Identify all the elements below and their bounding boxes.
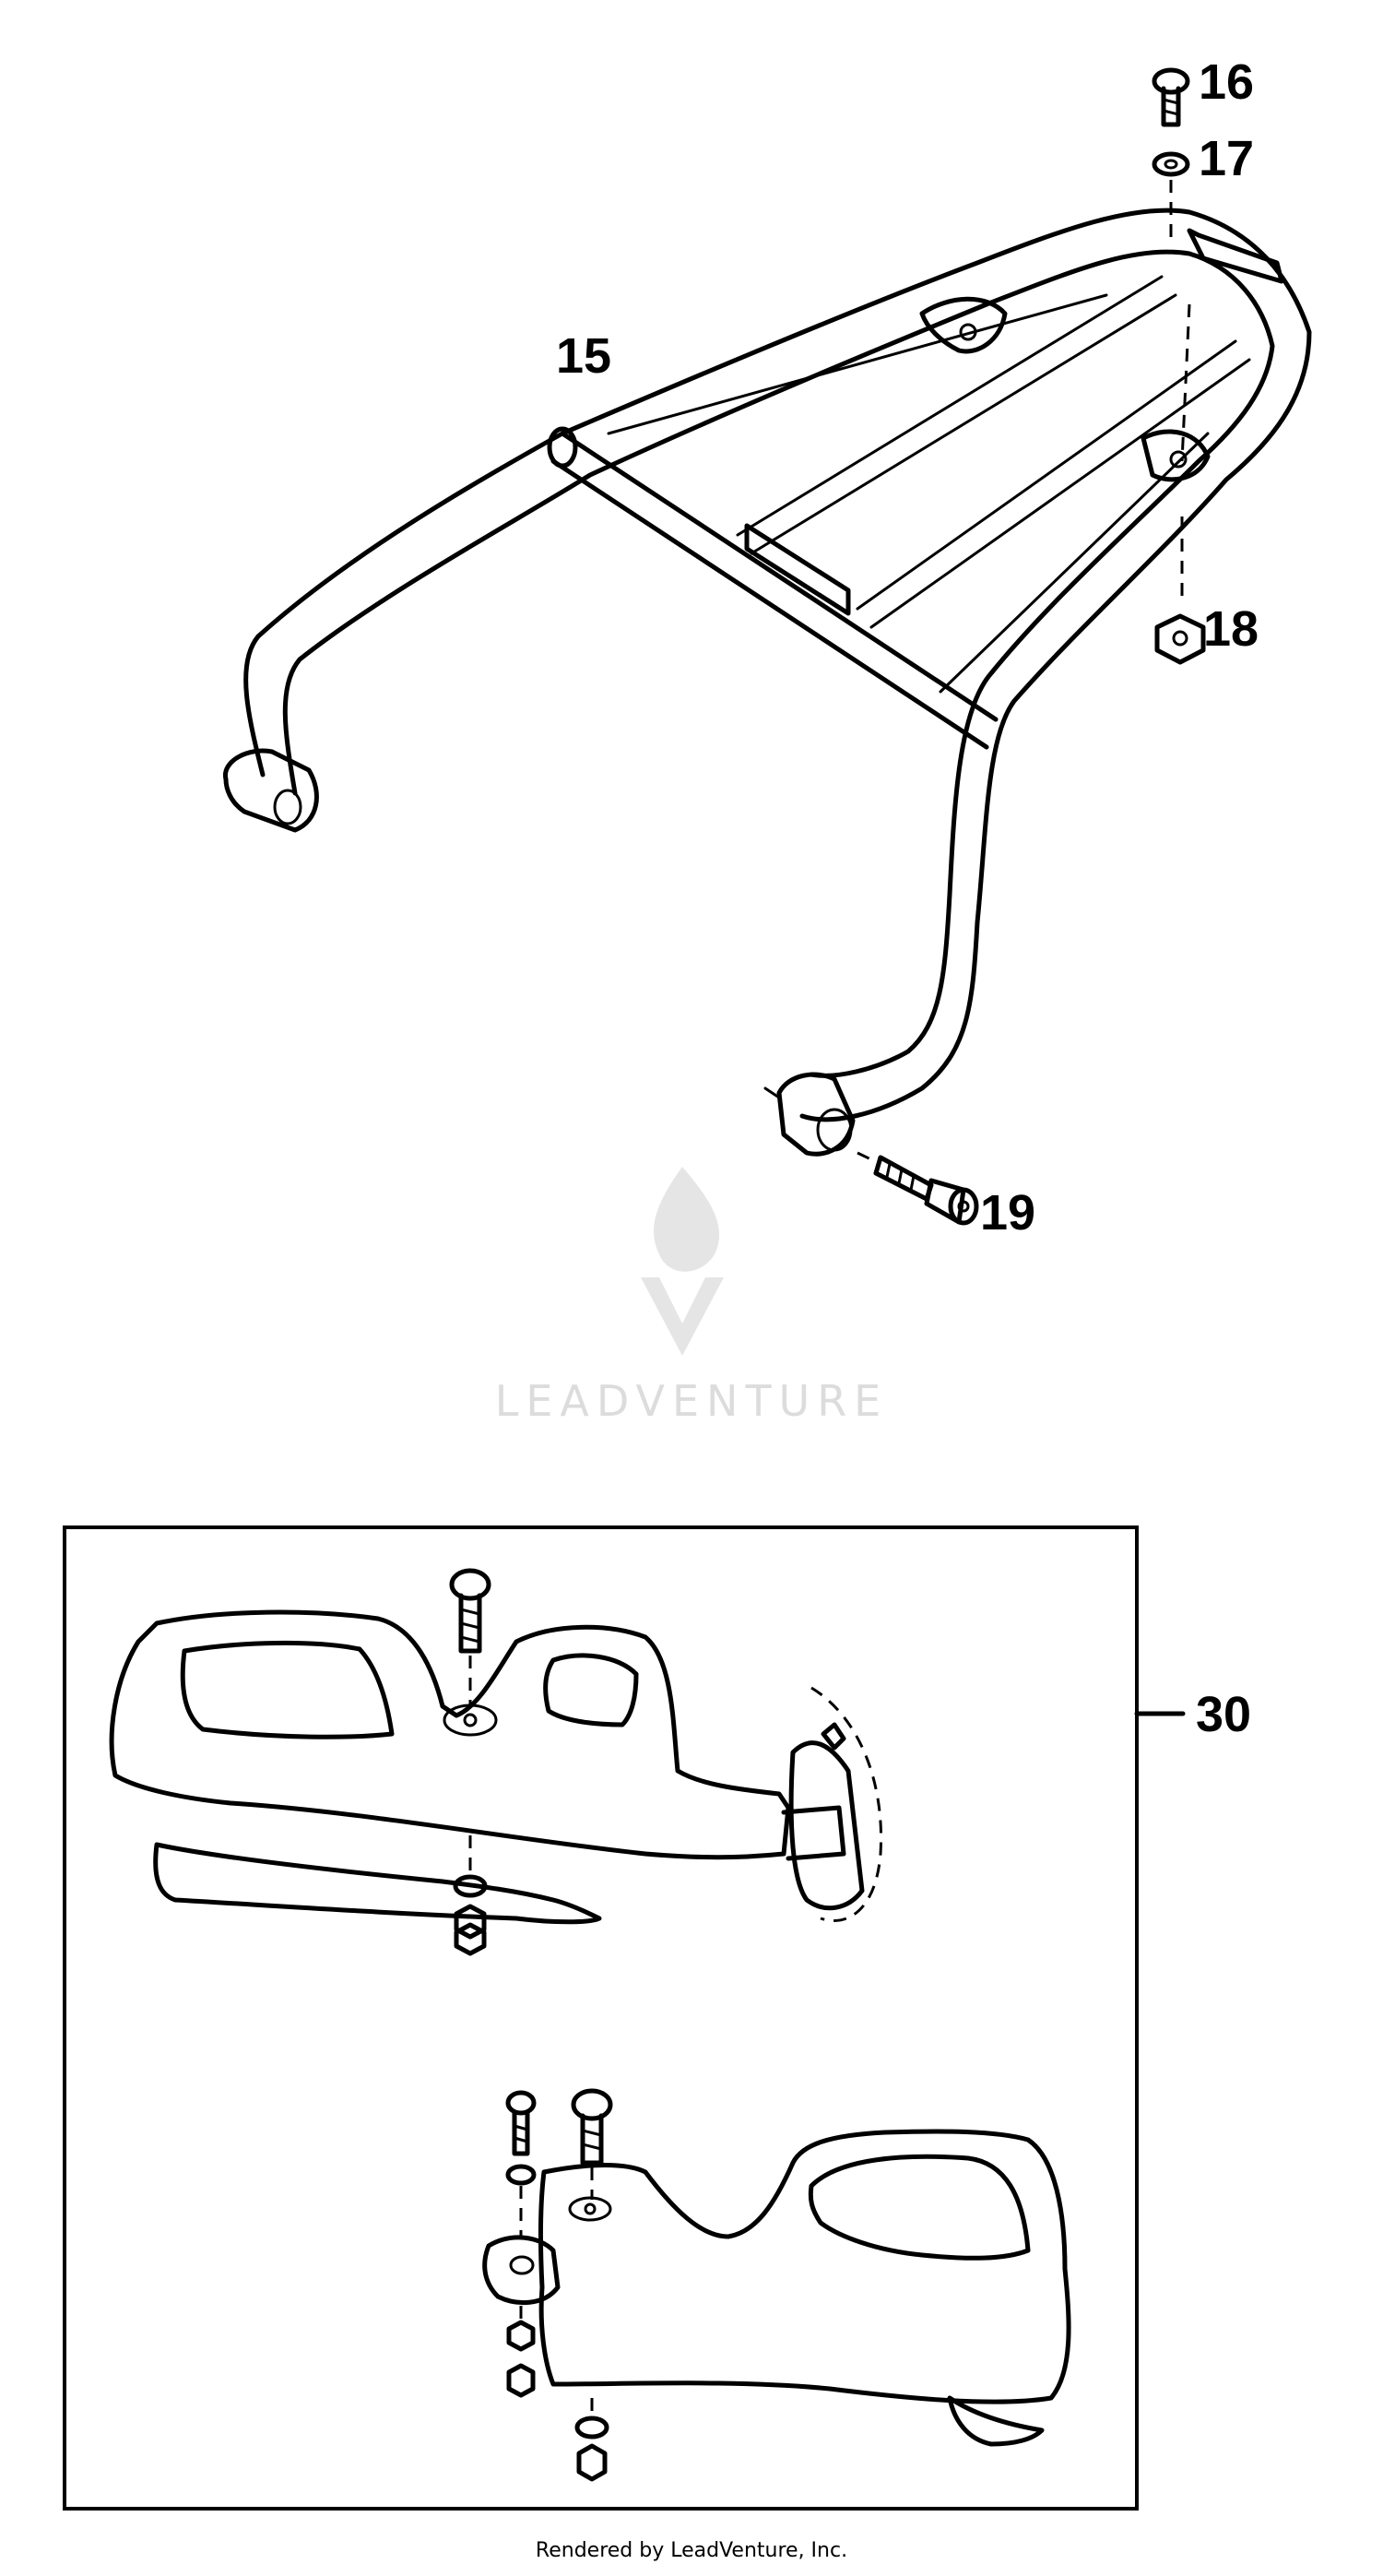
callout-16: 16 — [1199, 54, 1254, 110]
callout-17: 17 — [1199, 131, 1254, 186]
luggage-rack-drawing — [223, 208, 1312, 1157]
upper-handguard-hardware — [449, 1568, 491, 1956]
handguard-set-frame — [63, 1525, 1139, 2511]
leadventure-watermark: LEADVENTURE — [495, 1167, 889, 1426]
lower-handguard-drawing — [482, 2129, 1071, 2447]
callout-18: 18 — [1203, 601, 1259, 657]
nut-hardware — [1154, 613, 1206, 665]
footer-credit: Rendered by LeadVenture, Inc. — [536, 2539, 847, 2562]
flame-logo-icon — [654, 1167, 720, 1272]
callout-15: 15 — [556, 328, 611, 384]
screw-washer-hardware — [1152, 67, 1191, 599]
watermark-brand: LEADVENTURE — [495, 1376, 889, 1426]
lower-handguard-hardware — [505, 2088, 613, 2482]
v-logo-icon — [641, 1277, 724, 1356]
callout-30: 30 — [1196, 1687, 1251, 1742]
bolt-hardware — [857, 1151, 979, 1226]
callout-19: 19 — [980, 1185, 1035, 1241]
upper-handguard-drawing — [109, 1609, 883, 1925]
